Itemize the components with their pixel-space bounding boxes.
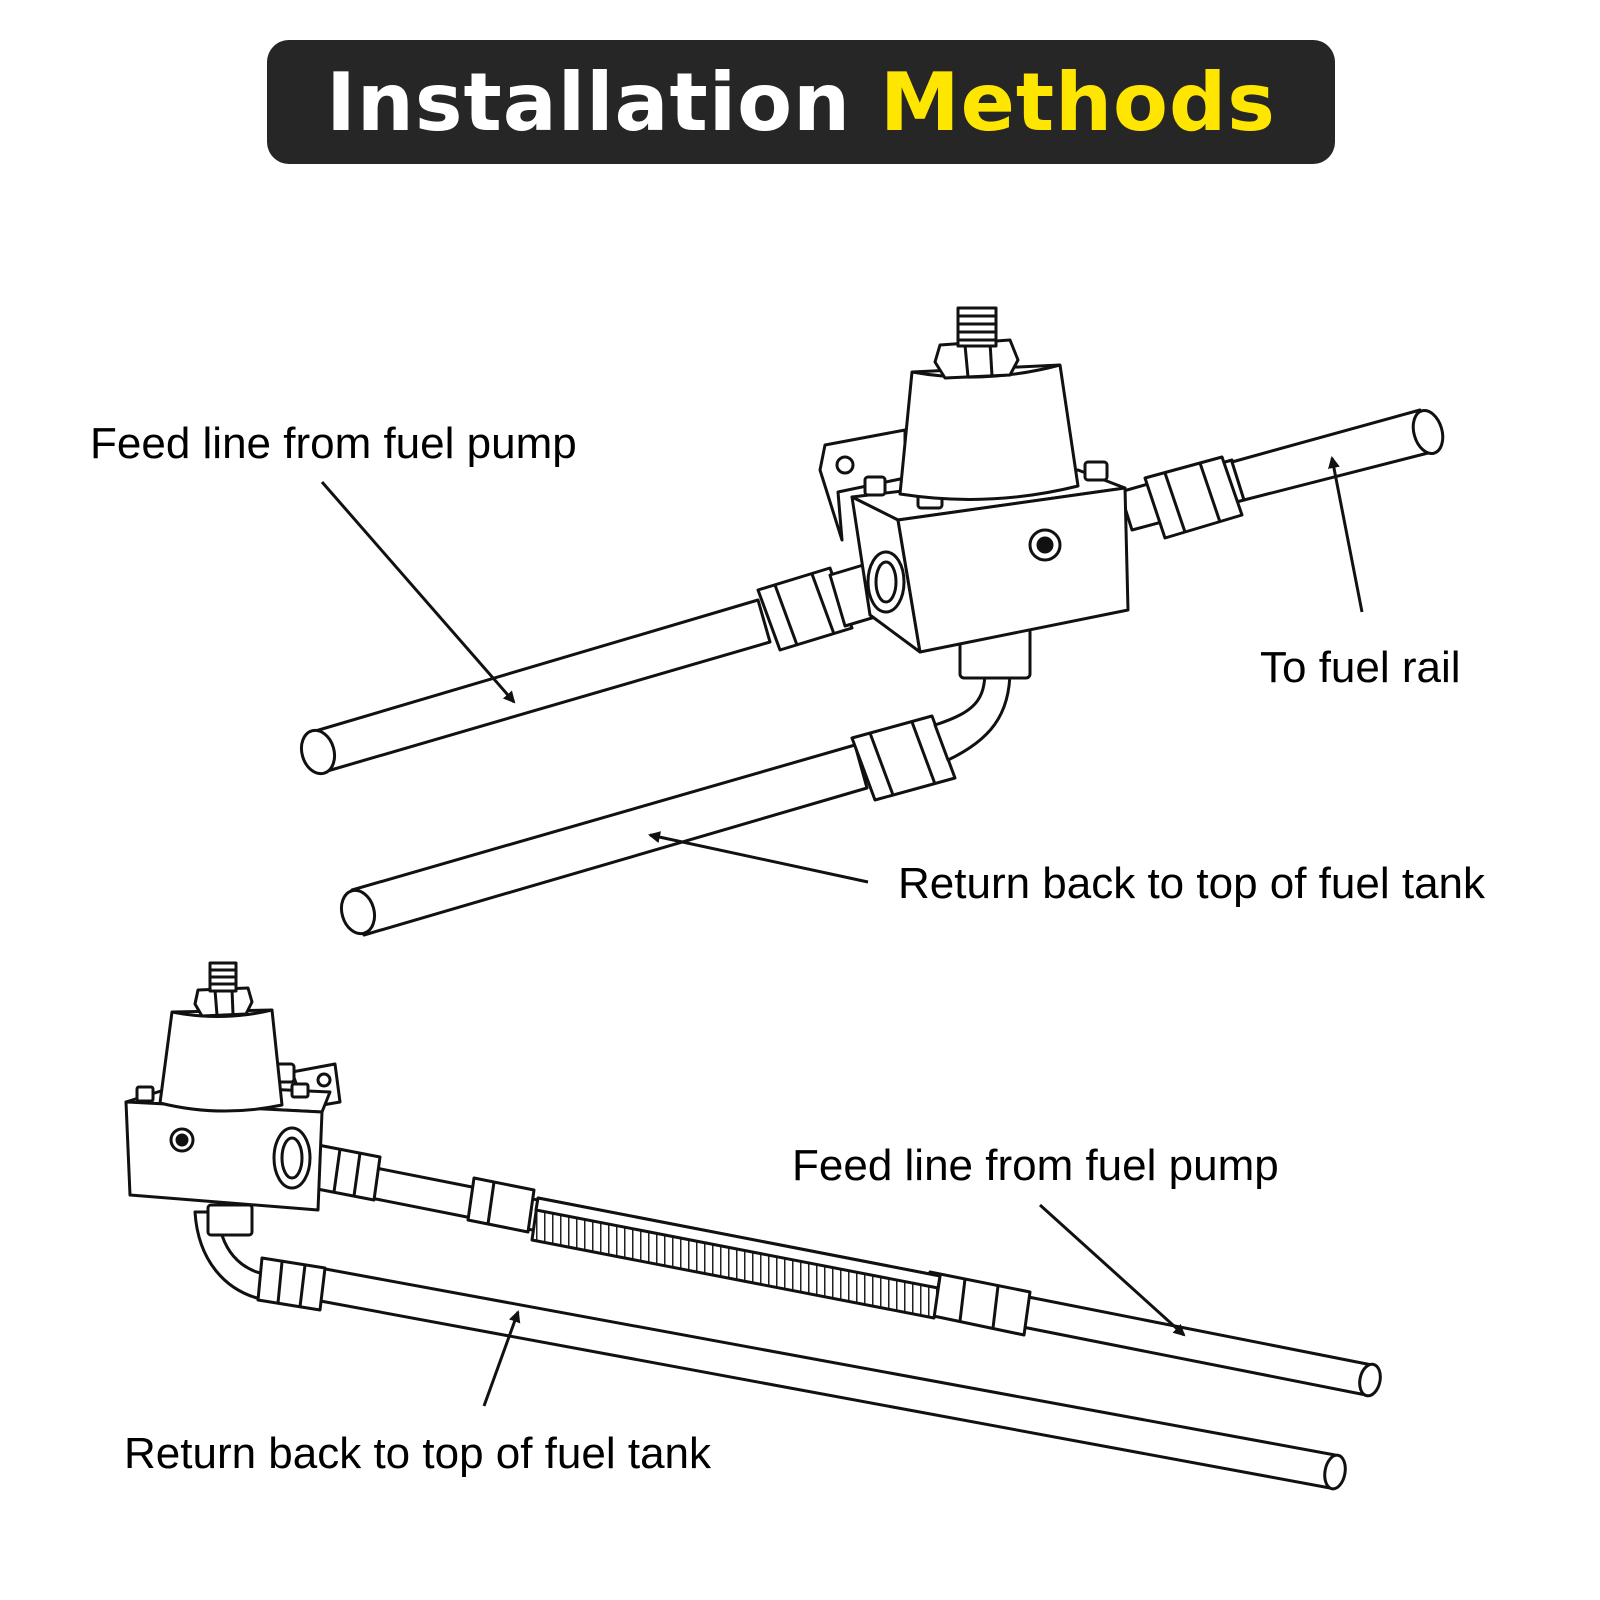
top-rail-fitting bbox=[1143, 455, 1244, 540]
bottom-return-fitting bbox=[256, 1256, 327, 1312]
page-title: Installation Methods bbox=[326, 56, 1276, 149]
title-banner: Installation Methods bbox=[267, 40, 1335, 164]
top-regulator-assembly bbox=[299, 306, 1445, 937]
bottom-regulator-assembly bbox=[124, 961, 1382, 1491]
bottom-inline-filter bbox=[530, 1196, 942, 1320]
title-accent: Methods bbox=[879, 55, 1276, 149]
bottom-feed-fitting-1 bbox=[310, 1143, 382, 1202]
top-return-arrow bbox=[648, 831, 869, 884]
top-return-elbow bbox=[933, 668, 1012, 762]
top-return-label: Return back to top of fuel tank bbox=[898, 859, 1486, 908]
title-main: Installation bbox=[326, 55, 852, 149]
top-rail-label: To fuel rail bbox=[1260, 643, 1461, 692]
top-feed-label: Feed line from fuel pump bbox=[90, 419, 577, 468]
bottom-feed-arrow bbox=[1038, 1203, 1186, 1337]
bottom-feed-fitting-2 bbox=[466, 1176, 536, 1234]
bottom-regulator-body bbox=[124, 961, 342, 1212]
top-return-fitting bbox=[850, 714, 957, 802]
top-rail-arrow bbox=[1328, 456, 1364, 613]
top-return-pipe bbox=[339, 743, 869, 937]
top-feed-fitting bbox=[756, 566, 854, 652]
bottom-return-arrow bbox=[482, 1310, 521, 1407]
bottom-return-label: Return back to top of fuel tank bbox=[124, 1429, 712, 1478]
top-feed-pipe bbox=[299, 598, 772, 776]
top-feed-arrow bbox=[320, 481, 516, 704]
bottom-feed-label: Feed line from fuel pump bbox=[792, 1141, 1279, 1190]
top-regulator-body bbox=[818, 306, 1130, 654]
